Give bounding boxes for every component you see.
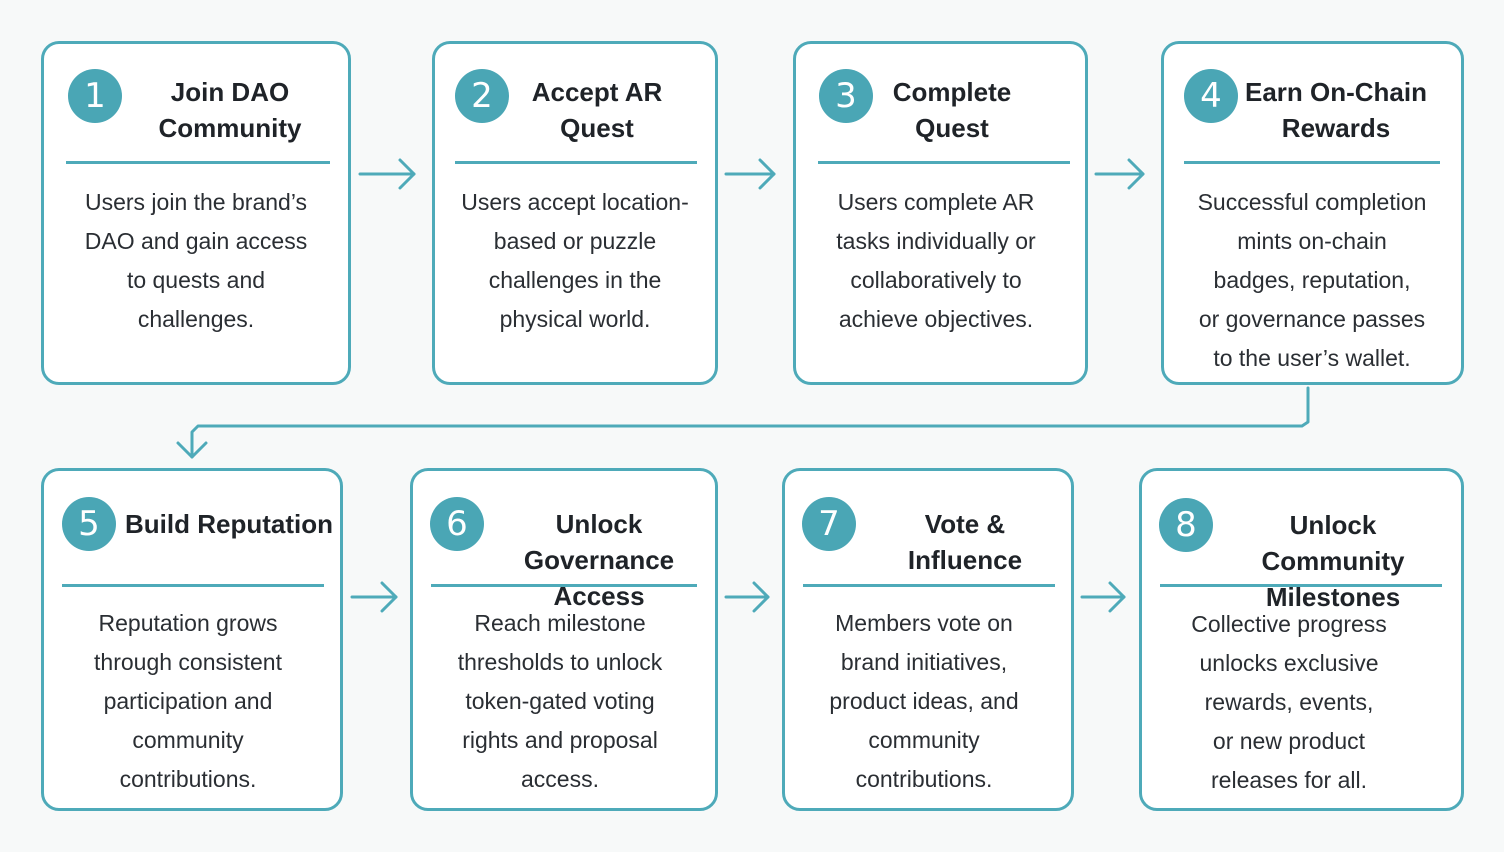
step-card-5: 5 Build Reputation Reputation grows thro… [41, 468, 343, 811]
step-title-line: Milestones [1265, 582, 1401, 612]
step-title: Vote & Influence [865, 506, 1065, 578]
step-description-line: rewards, events, [1204, 689, 1374, 715]
step-description: Reputation grows through consistent part… [48, 604, 328, 799]
step-card-3: 3 Complete Quest Users complete AR tasks… [793, 41, 1088, 385]
step-card-6: 6 Unlock Governance Access Reach milesto… [410, 468, 718, 811]
step-description-line: participation and [103, 688, 273, 714]
arrow-5-to-6 [350, 581, 398, 613]
step-description-line: or governance passes [1198, 306, 1426, 332]
arrow-1-to-2 [358, 158, 416, 190]
step-description: Collective progress unlocks exclusive re… [1146, 605, 1432, 800]
arrow-3-to-4 [1094, 158, 1145, 190]
step-description-line: Users accept location- [461, 189, 689, 215]
step-description-line: physical world. [499, 306, 651, 332]
step-title-line: Vote & Influence [907, 509, 1023, 575]
step-description-line: challenges in the [488, 267, 662, 293]
step-description-line: community [132, 727, 244, 753]
step-description-line: thresholds to unlock [457, 649, 663, 675]
step-title-line: Community [158, 113, 302, 143]
step-number-badge: 6 [430, 497, 484, 551]
step-title-line: Accept AR [531, 77, 663, 107]
step-title-line: Build Reputation [125, 509, 333, 539]
step-description-line: collaboratively to [850, 267, 1022, 293]
step-card-8: 8 Unlock Community Milestones Collective… [1139, 468, 1464, 811]
step-title: Join DAO Community [130, 74, 330, 146]
step-description: Successful completion mints on-chain bad… [1168, 183, 1456, 378]
step-description-line: Collective progress [1191, 611, 1387, 637]
step-card-1: 1 Join DAO Community Users join the bran… [41, 41, 351, 385]
step-number-badge: 4 [1184, 69, 1238, 123]
step-card-4: 4 Earn On-Chain Rewards Successful compl… [1161, 41, 1464, 385]
step-description-line: through consistent [94, 649, 282, 675]
step-description-line: challenges. [137, 306, 255, 332]
step-divider [818, 161, 1070, 164]
step-description-line: community [868, 727, 980, 753]
arrow-4-to-5 [176, 386, 1310, 459]
step-number-badge: 1 [68, 69, 122, 123]
step-description-line: Members vote on [835, 610, 1013, 636]
step-description-line: releases for all. [1211, 767, 1367, 793]
step-divider [803, 584, 1055, 587]
step-description-line: token-gated voting [465, 688, 655, 714]
step-description-line: badges, reputation, [1213, 267, 1411, 293]
step-description-line: to quests and [126, 267, 266, 293]
step-description-line: Users complete AR [837, 189, 1035, 215]
step-description-line: achieve objectives. [838, 306, 1034, 332]
step-number-badge: 7 [802, 497, 856, 551]
step-title-line: Rewards [1281, 113, 1391, 143]
step-description-line: DAO and gain access [84, 228, 308, 254]
step-description-line: Users join the brand’s [84, 189, 308, 215]
step-divider [62, 584, 324, 587]
step-description-line: Successful completion [1197, 189, 1427, 215]
step-card-2: 2 Accept AR Quest Users accept location-… [432, 41, 718, 385]
step-title: Accept AR Quest [517, 74, 677, 146]
step-description-line: to the user’s wallet. [1213, 345, 1411, 371]
step-title-line: Quest [560, 113, 634, 143]
step-description-line: contributions. [855, 766, 993, 792]
step-description-line: mints on-chain [1237, 228, 1387, 254]
arrow-6-to-7 [724, 581, 770, 613]
step-description: Users complete AR tasks individually or … [800, 183, 1072, 339]
step-description: Members vote on brand initiatives, produ… [789, 604, 1059, 799]
step-number-badge: 3 [819, 69, 873, 123]
step-title-line: Quest [915, 113, 989, 143]
step-title: Unlock Governance Access [487, 506, 711, 614]
step-description-line: unlocks exclusive [1199, 650, 1379, 676]
step-divider [455, 161, 697, 164]
step-title: Build Reputation [124, 506, 334, 542]
step-description-line: or new product [1212, 728, 1366, 754]
step-divider [66, 161, 330, 164]
step-description-line: based or puzzle [493, 228, 657, 254]
step-divider [1184, 161, 1440, 164]
step-number-badge: 5 [62, 497, 116, 551]
step-title-line: Unlock Community [1261, 510, 1405, 576]
arrow-2-to-3 [724, 158, 776, 190]
step-description: Reach milestone thresholds to unlock tok… [417, 604, 703, 799]
step-title: Complete Quest [882, 74, 1022, 146]
step-description-line: access. [521, 766, 599, 792]
step-card-7: 7 Vote & Influence Members vote on brand… [782, 468, 1074, 811]
step-description: Users accept location- based or puzzle c… [439, 183, 711, 339]
arrow-7-to-8 [1080, 581, 1126, 613]
step-title: Earn On-Chain Rewards [1244, 74, 1428, 146]
step-number-badge: 8 [1159, 498, 1213, 552]
step-title-line: Complete [892, 77, 1012, 107]
step-title-line: Unlock Governance [523, 509, 675, 575]
step-title: Unlock Community Milestones [1218, 507, 1448, 615]
step-description: Users join the brand’s DAO and gain acce… [50, 183, 342, 339]
step-divider [1160, 584, 1442, 587]
step-description-line: contributions. [119, 766, 257, 792]
step-description-line: Reach milestone [474, 610, 646, 636]
step-title-line: Earn On-Chain [1244, 77, 1427, 107]
step-title-line: Join DAO [170, 77, 290, 107]
step-description-line: brand initiatives, [840, 649, 1008, 675]
step-description-line: tasks individually or [836, 228, 1036, 254]
step-number-badge: 2 [455, 69, 509, 123]
step-description-line: rights and proposal [462, 727, 658, 753]
step-divider [431, 584, 697, 587]
step-description-line: product ideas, and [829, 688, 1019, 714]
step-description-line: Reputation grows [98, 610, 278, 636]
